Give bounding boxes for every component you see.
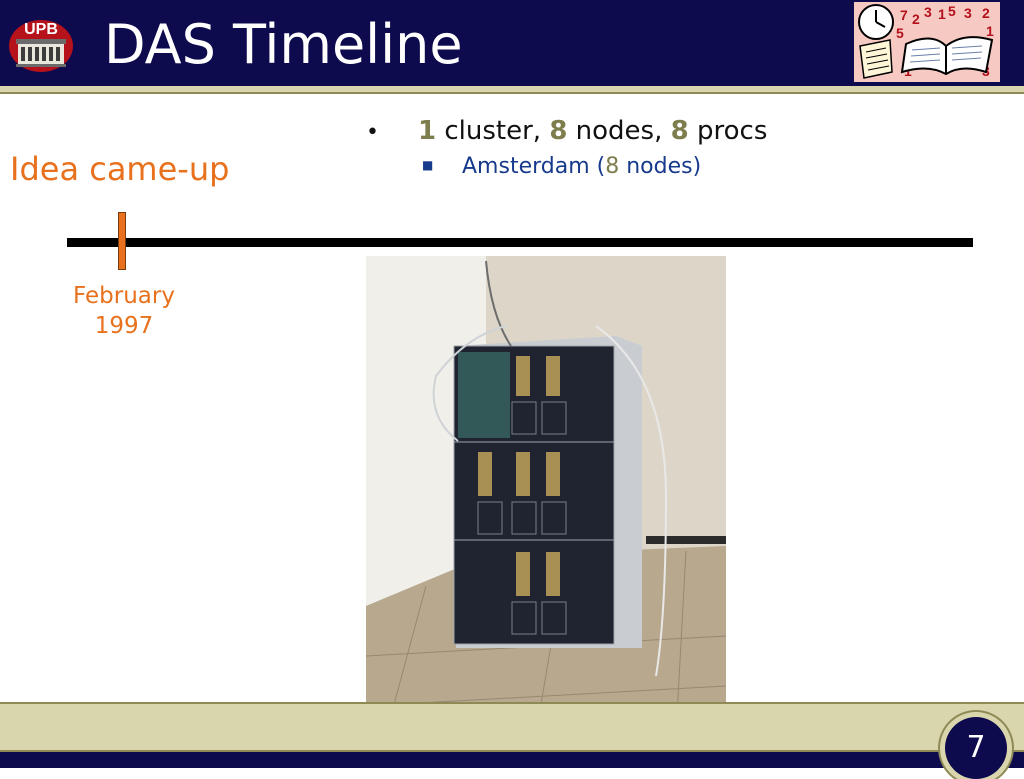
svg-text:7: 7 [900,7,908,23]
square-bullet-icon: ■ [422,158,434,172]
clock-and-book-icon: 723 153 215 13 [854,2,1000,82]
bullet-list: • 1 cluster, 8 nodes, 8 procs ■ Amsterda… [366,116,767,179]
timeline-event-label: Idea came-up [10,150,230,188]
bullet-text-part: cluster, [436,116,550,146]
slide-title: DAS Timeline [104,13,463,76]
sub-bullet-text-part: nodes) [619,154,702,179]
date-year: 1997 [94,313,154,339]
bullet-text-part: 1 [418,116,437,146]
page-number: 7 [966,730,986,765]
timeline-line [67,238,973,247]
server-racks-photo [366,256,726,734]
svg-text:5: 5 [896,25,904,41]
sub-bullet-text-part: 8 [605,154,620,179]
bullet-dot-icon: • [366,120,379,145]
footer-bar [0,752,1024,768]
svg-text:5: 5 [948,3,956,19]
bullet-text-part: nodes, [567,116,671,146]
sub-bullet-item-amsterdam: ■ Amsterdam ( 8 nodes) [422,154,767,179]
svg-text:2: 2 [912,11,920,27]
sub-bullet-text-part: Amsterdam ( [462,154,606,179]
timeline-date: February 1997 [58,281,190,341]
header-divider [0,86,1024,94]
upb-logo-icon: UPB [9,20,73,72]
date-month: February [73,283,175,309]
bullet-text-part: 8 [549,116,568,146]
svg-text:3: 3 [924,4,932,20]
footer-band [0,702,1024,752]
bullet-text-part: 8 [670,116,689,146]
svg-text:1: 1 [986,23,994,39]
svg-text:2: 2 [982,5,990,21]
bullet-text-part: procs [688,116,768,146]
timeline-marker [118,212,126,270]
bullet-item-cluster: • 1 cluster, 8 nodes, 8 procs [366,116,767,146]
logo-text: UPB [24,21,58,38]
slide-header [0,0,1024,86]
svg-text:1: 1 [938,6,946,22]
svg-text:3: 3 [964,5,972,21]
